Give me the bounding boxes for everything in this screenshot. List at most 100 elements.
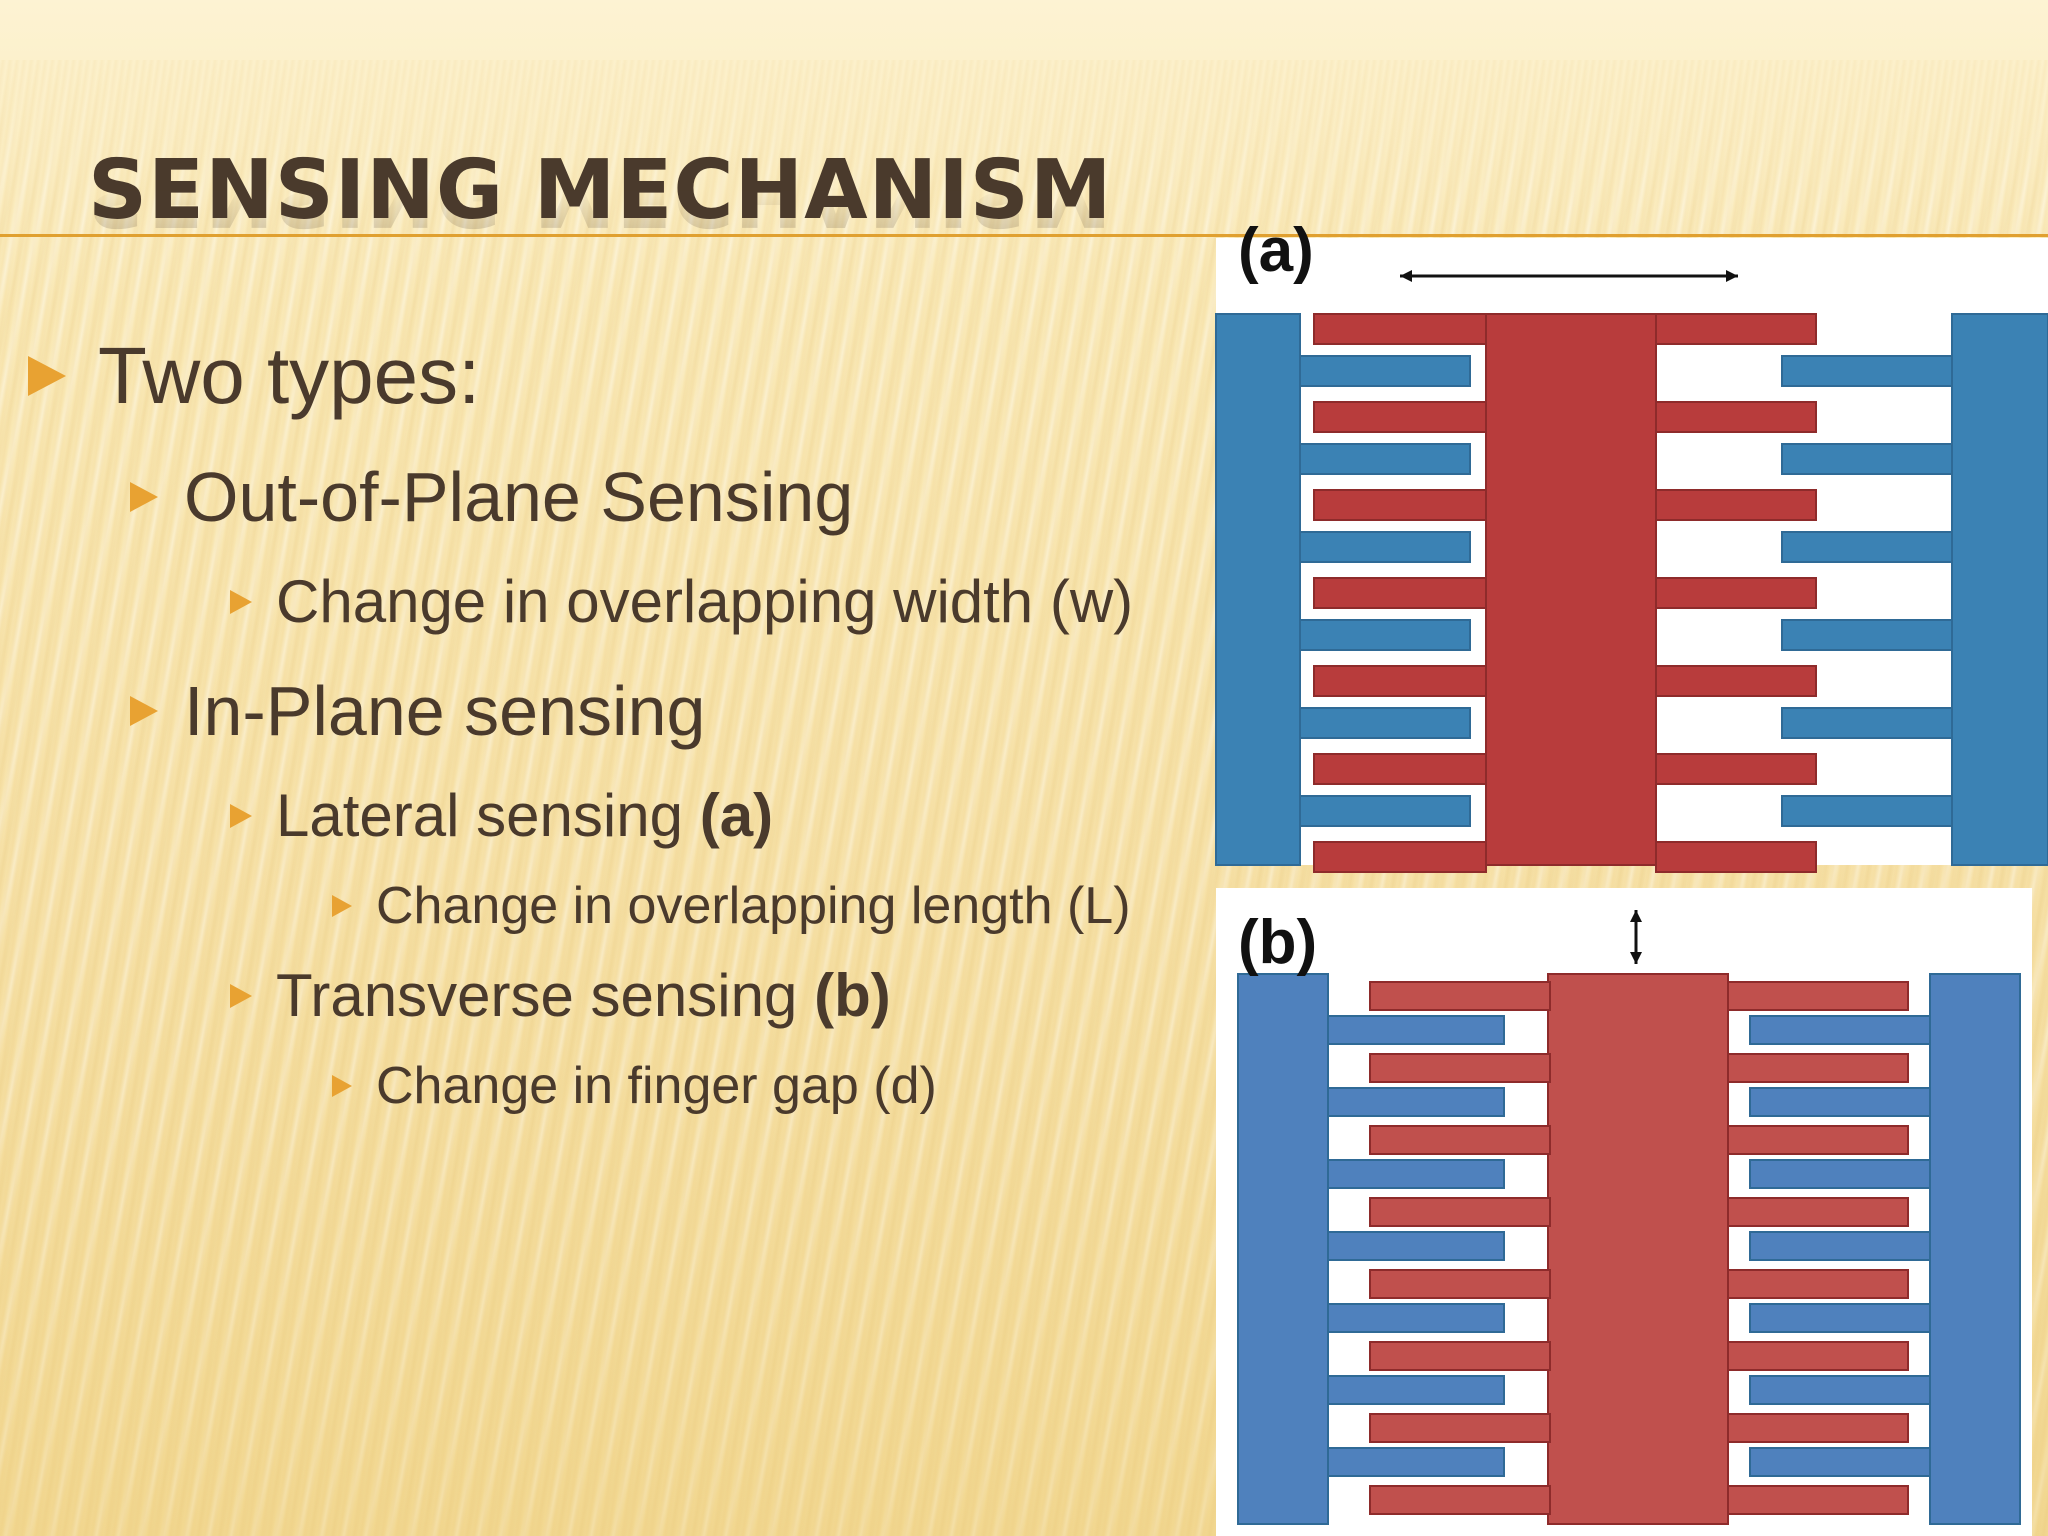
comb-a-moving-finger-left xyxy=(1313,753,1487,785)
lateral-motion-arrow-icon xyxy=(1400,270,1738,282)
figure-b-panel xyxy=(1216,888,2032,1536)
comb-a-moving-spine xyxy=(1485,313,1657,866)
comb-a-moving-finger-right xyxy=(1655,753,1817,785)
comb-b-moving-finger-right xyxy=(1727,1269,1909,1299)
comb-b-fixed-finger-left xyxy=(1327,1231,1505,1261)
transverse-motion-arrow-icon xyxy=(1630,910,1642,964)
comb-a-fixed-finger-right xyxy=(1781,619,1953,651)
bullet-strong: (b) xyxy=(814,962,891,1029)
bullet-text: Lateral sensing xyxy=(276,782,683,849)
comb-b-fixed-finger-right xyxy=(1749,1015,1931,1045)
bullet-text: Out-of-Plane Sensing xyxy=(184,458,854,536)
comb-b-fixed-anchor-left xyxy=(1237,973,1329,1525)
bullet-text: Change in finger gap (d) xyxy=(376,1057,937,1115)
figure-a-panel xyxy=(1215,238,2048,873)
comb-a-moving-finger-left xyxy=(1313,313,1487,345)
figure-b-label: (b) xyxy=(1238,908,1318,977)
figure-a-label: (a) xyxy=(1238,216,1314,285)
comb-b-moving-spine xyxy=(1547,973,1729,1525)
comb-a-moving-finger-right xyxy=(1655,401,1817,433)
comb-b-moving-finger-right xyxy=(1727,1197,1909,1227)
bullet-arrow-icon xyxy=(130,696,158,726)
bullet-text: Two types: xyxy=(98,331,481,420)
comb-a-moving-finger-right xyxy=(1655,665,1817,697)
bullet-text: Change in overlapping width (w) xyxy=(276,568,1134,635)
comb-b-moving-finger-left xyxy=(1369,1125,1551,1155)
bullet-arrow-icon xyxy=(332,1075,352,1097)
comb-a-fixed-finger-left xyxy=(1299,355,1471,387)
comb-a-fixed-anchor-left xyxy=(1215,313,1301,866)
comb-b-moving-finger-right xyxy=(1727,1341,1909,1371)
comb-b-fixed-finger-right xyxy=(1749,1087,1931,1117)
bullet-arrow-icon xyxy=(230,804,252,828)
comb-a-moving-finger-left xyxy=(1313,577,1487,609)
comb-b-moving-finger-left xyxy=(1369,1341,1551,1371)
bullet-overlap-length: Change in overlapping length (L) xyxy=(332,880,1131,932)
comb-b-fixed-finger-left xyxy=(1327,1447,1505,1477)
slide-title-reflection: SENSING MECHANISM xyxy=(88,148,1113,243)
bullet-strong: (a) xyxy=(699,782,774,849)
comb-b-fixed-finger-right xyxy=(1749,1159,1931,1189)
comb-b-fixed-finger-right xyxy=(1749,1447,1931,1477)
comb-a-fixed-finger-right xyxy=(1781,707,1953,739)
comb-a-moving-finger-left xyxy=(1313,489,1487,521)
comb-b-moving-finger-right xyxy=(1727,1413,1909,1443)
comb-b-moving-finger-left xyxy=(1369,981,1551,1011)
comb-b-moving-finger-right xyxy=(1727,1125,1909,1155)
comb-b-fixed-finger-left xyxy=(1327,1015,1505,1045)
comb-a-fixed-finger-right xyxy=(1781,443,1953,475)
bullet-arrow-icon xyxy=(230,984,252,1008)
bullet-transverse: Transverse sensing (b) xyxy=(230,966,891,1026)
title-underline xyxy=(0,234,2048,237)
comb-a-moving-finger-left xyxy=(1313,401,1487,433)
comb-a-moving-finger-left xyxy=(1313,841,1487,873)
comb-b-fixed-finger-left xyxy=(1327,1303,1505,1333)
comb-a-moving-finger-right xyxy=(1655,313,1817,345)
comb-b-fixed-finger-right xyxy=(1749,1231,1931,1261)
bullet-arrow-icon xyxy=(130,482,158,512)
comb-drive-diagram-b xyxy=(1237,910,2021,1525)
comb-b-moving-finger-left xyxy=(1369,1269,1551,1299)
comb-a-fixed-finger-left xyxy=(1299,531,1471,563)
bullet-in-plane: In-Plane sensing xyxy=(130,676,705,746)
comb-a-moving-finger-left xyxy=(1313,665,1487,697)
comb-b-moving-finger-left xyxy=(1369,1197,1551,1227)
bullet-text: Transverse sensing xyxy=(276,962,798,1029)
bullet-text: In-Plane sensing xyxy=(184,672,706,750)
comb-b-moving-finger-right xyxy=(1727,1053,1909,1083)
comb-a-fixed-finger-left xyxy=(1299,795,1471,827)
comb-b-fixed-finger-right xyxy=(1749,1303,1931,1333)
comb-b-moving-finger-right xyxy=(1727,981,1909,1011)
bullet-arrow-icon xyxy=(28,356,66,396)
bullet-overlap-width: Change in overlapping width (w) xyxy=(230,572,1133,632)
comb-b-moving-finger-left xyxy=(1369,1485,1551,1515)
comb-a-moving-finger-right xyxy=(1655,577,1817,609)
comb-a-fixed-finger-left xyxy=(1299,443,1471,475)
comb-drive-diagram-a xyxy=(1215,270,2048,873)
comb-a-fixed-finger-left xyxy=(1299,619,1471,651)
bullet-arrow-icon xyxy=(230,590,252,614)
comb-b-fixed-finger-right xyxy=(1749,1375,1931,1405)
bullet-two-types: Two types: xyxy=(28,336,480,416)
comb-a-fixed-finger-right xyxy=(1781,355,1953,387)
comb-a-fixed-finger-right xyxy=(1781,531,1953,563)
bullet-arrow-icon xyxy=(332,895,352,917)
comb-a-fixed-finger-left xyxy=(1299,707,1471,739)
comb-b-moving-finger-right xyxy=(1727,1485,1909,1515)
comb-b-fixed-finger-left xyxy=(1327,1375,1505,1405)
slide-title: SENSING MECHANISM xyxy=(88,143,1113,238)
bullet-text: Change in overlapping length (L) xyxy=(376,877,1131,935)
comb-a-moving-finger-right xyxy=(1655,489,1817,521)
comb-b-fixed-finger-left xyxy=(1327,1159,1505,1189)
comb-a-fixed-finger-right xyxy=(1781,795,1953,827)
bullet-finger-gap: Change in finger gap (d) xyxy=(332,1060,937,1112)
comb-b-moving-finger-left xyxy=(1369,1413,1551,1443)
bullet-lateral: Lateral sensing (a) xyxy=(230,786,773,846)
comb-a-moving-finger-right xyxy=(1655,841,1817,873)
comb-b-moving-finger-left xyxy=(1369,1053,1551,1083)
comb-b-fixed-finger-left xyxy=(1327,1087,1505,1117)
bullet-out-of-plane: Out-of-Plane Sensing xyxy=(130,462,853,532)
comb-b-fixed-anchor-right xyxy=(1929,973,2021,1525)
comb-a-fixed-anchor-right xyxy=(1951,313,2048,866)
